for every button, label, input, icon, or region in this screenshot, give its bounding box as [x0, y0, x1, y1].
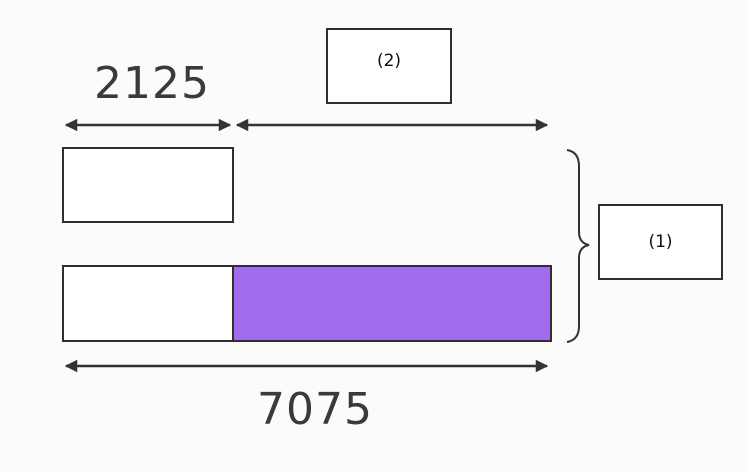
- answer-box-1-label: (1): [648, 232, 673, 252]
- answer-box-1[interactable]: [598, 204, 723, 280]
- bottom-bar-left-part: [62, 265, 235, 342]
- right-curly-brace: [566, 149, 590, 343]
- answer-box-2[interactable]: [326, 28, 452, 104]
- bottom-bar-shaded-part: [232, 265, 552, 342]
- top-bar: [62, 147, 234, 223]
- top-length-label: 2125: [94, 58, 210, 109]
- total-length-label: 7075: [257, 384, 373, 435]
- answer-box-2-label: (2): [376, 51, 402, 71]
